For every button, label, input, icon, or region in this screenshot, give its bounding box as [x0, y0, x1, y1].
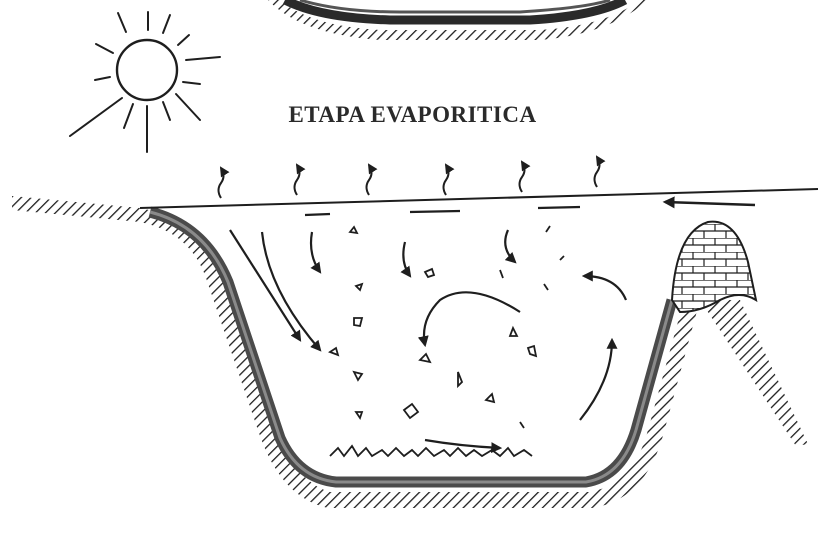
sediment-layer [150, 212, 672, 482]
circulation-arrow-icon [424, 292, 520, 345]
circulation-arrows [230, 230, 626, 448]
inflow-arrow-icon [665, 202, 755, 205]
circulation-arrow-icon [403, 242, 410, 276]
brick-barrier [672, 222, 756, 312]
circulation-arrow-icon [505, 230, 515, 262]
circulation-arrow-icon [425, 440, 500, 448]
water-surface [140, 189, 818, 208]
crystal-fragments [330, 226, 564, 428]
circulation-arrow-icon [580, 340, 612, 420]
circulation-arrow-icon [584, 276, 626, 300]
surface-precipitates [305, 207, 580, 215]
sun-icon [70, 12, 220, 152]
evaporation-arrow-icon [295, 165, 300, 195]
upper-basin-fragment [268, 0, 648, 40]
evaporation-arrow-icon [367, 165, 372, 195]
evaporation-arrows [219, 157, 600, 198]
right-ridge [700, 300, 808, 446]
evaporation-arrow-icon [595, 157, 600, 187]
evaporation-arrow-icon [219, 168, 224, 198]
left-bank [12, 196, 700, 508]
circulation-arrow-icon [311, 232, 320, 272]
evaporation-arrow-icon [444, 165, 449, 195]
basin-ground [12, 194, 675, 478]
evaporation-arrow-icon [520, 162, 525, 192]
floor-crust [330, 446, 532, 456]
diagram-title: ETAPA EVAPORITICA [0, 102, 825, 128]
